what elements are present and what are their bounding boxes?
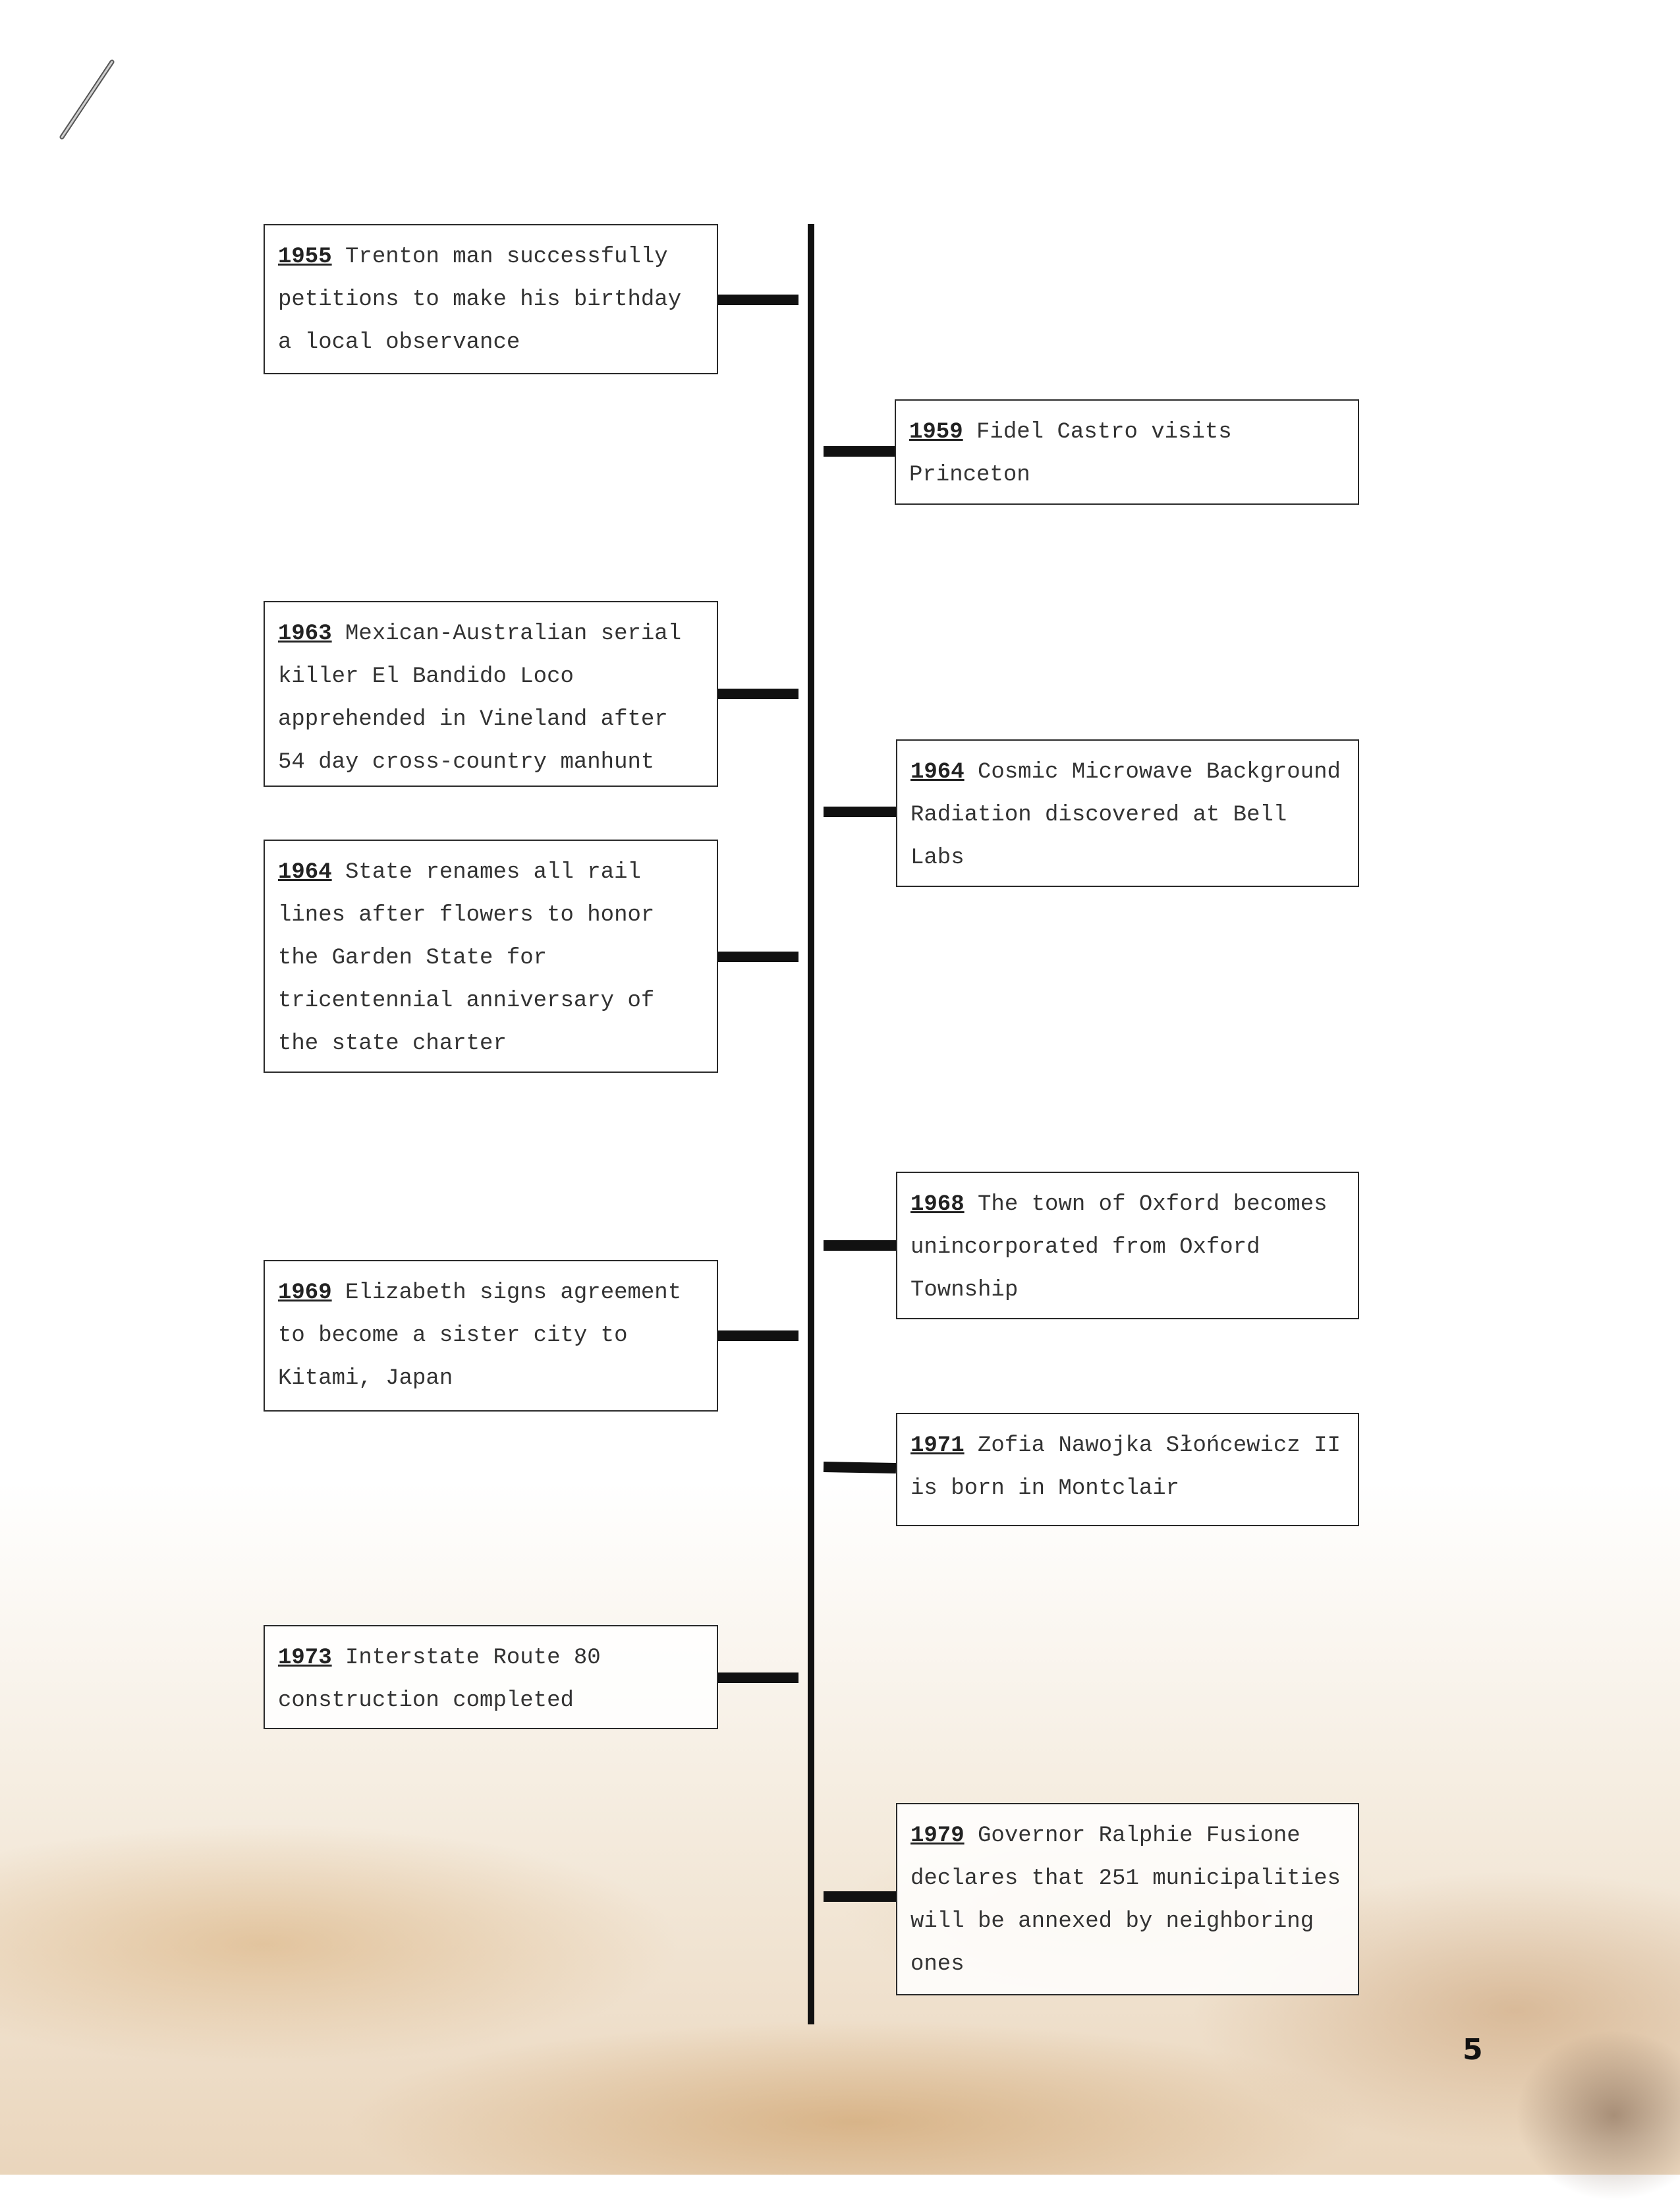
connector-left-1969 — [717, 1330, 798, 1341]
page-number: 5 — [1463, 2033, 1483, 2067]
event-text: Elizabeth signs agreement to become a si… — [278, 1280, 682, 1391]
event-year: 1971 — [910, 1433, 965, 1458]
connector-right-1979 — [824, 1891, 896, 1902]
timeline-event-1964-cmb: 1964 Cosmic Microwave Background Radiati… — [896, 739, 1359, 887]
event-text: The town of Oxford becomes unincorporate… — [910, 1192, 1328, 1303]
event-text: State renames all rail lines after flowe… — [278, 860, 655, 1056]
timeline-event-1963: 1963 Mexican-Australian serial killer El… — [264, 601, 718, 787]
connector-left-1963 — [717, 689, 798, 699]
connector-right-1968 — [824, 1240, 896, 1251]
event-year: 1979 — [910, 1823, 965, 1848]
timeline-event-1971: 1971 Zofia Nawojka Słońcewicz II is born… — [896, 1413, 1359, 1526]
timeline-event-1955: 1955 Trenton man successfully petitions … — [264, 224, 718, 374]
connector-right-1959 — [824, 446, 896, 457]
event-text: Zofia Nawojka Słońcewicz II is born in M… — [910, 1433, 1341, 1501]
event-text: Fidel Castro visits Princeton — [909, 420, 1232, 488]
event-year: 1959 — [909, 420, 963, 445]
timeline-event-1968: 1968 The town of Oxford becomes unincorp… — [896, 1172, 1359, 1319]
connector-right-1971 — [823, 1462, 897, 1473]
event-year: 1969 — [278, 1280, 332, 1305]
timeline-event-1973: 1973 Interstate Route 80 construction co… — [264, 1625, 718, 1729]
connector-right-1964 — [824, 807, 896, 817]
connector-left-1955 — [717, 295, 798, 305]
event-text: Cosmic Microwave Background Radiation di… — [910, 760, 1341, 871]
event-text: Governor Ralphie Fusione declares that 2… — [910, 1823, 1341, 1977]
event-year: 1963 — [278, 621, 332, 646]
timeline-event-1959: 1959 Fidel Castro visits Princeton — [895, 399, 1359, 505]
connector-left-1964 — [717, 952, 798, 962]
timeline-event-1964-rail: 1964 State renames all rail lines after … — [264, 840, 718, 1073]
timeline-event-1979: 1979 Governor Ralphie Fusione declares t… — [896, 1803, 1359, 1995]
event-year: 1964 — [910, 760, 965, 785]
timeline-spine — [808, 224, 814, 2024]
event-text: Interstate Route 80 construction complet… — [278, 1645, 601, 1713]
event-year: 1964 — [278, 860, 332, 885]
event-year: 1968 — [910, 1192, 965, 1217]
timeline-event-1969: 1969 Elizabeth signs agreement to become… — [264, 1260, 718, 1412]
stain-decoration — [1515, 2030, 1680, 2201]
event-text: Mexican-Australian serial killer El Band… — [278, 621, 682, 775]
pencil-icon — [59, 59, 115, 140]
event-year: 1973 — [278, 1645, 332, 1671]
connector-left-1973 — [717, 1672, 798, 1683]
event-year: 1955 — [278, 244, 332, 270]
event-text: Trenton man successfully petitions to ma… — [278, 244, 682, 355]
